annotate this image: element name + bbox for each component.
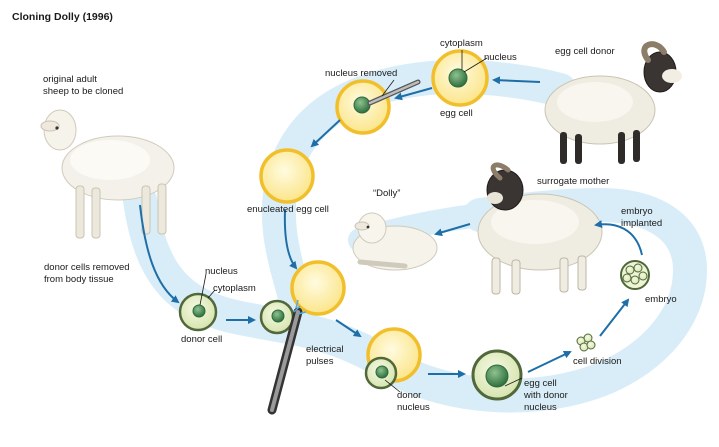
label-embryo-implanted-line1: embryo (621, 206, 653, 217)
arrow-division-to-embryo (599, 298, 630, 337)
process-arrows (139, 76, 643, 378)
enucleated-egg-cell (259, 148, 315, 204)
arrow-egg-to-removal (394, 87, 433, 101)
arrow-sheep-to-donor-cell (139, 204, 180, 304)
label-egg-with-donor-line3: nucleus (524, 402, 557, 413)
electrode-needle (267, 299, 307, 415)
label-donor-nucleus-line1: donor (397, 390, 421, 401)
cell-division-cluster (576, 333, 596, 352)
label-nucleus-removed: nucleus removed (325, 68, 397, 79)
label-donor-cell: donor cell (181, 334, 222, 345)
label-donor-nucleus-line2: nucleus (397, 402, 430, 413)
leader-lines (199, 50, 523, 393)
diagram-title: Cloning Dolly (1996) (12, 11, 113, 23)
arrow-removal-to-enucleated (310, 119, 341, 148)
egg-with-donor-nucleus (471, 349, 523, 401)
label-electrical-line2: pulses (306, 356, 334, 367)
original-sheep (40, 109, 175, 239)
donor-cell (178, 292, 218, 332)
label-egg-cell: egg cell (440, 108, 473, 119)
label-embryo: embryo (645, 294, 677, 305)
surrogate-sheep (477, 162, 603, 295)
arrow-surrogate-to-dolly (434, 223, 471, 237)
arrow-embryo-to-surrogate (594, 220, 643, 256)
label-embryo-implanted-line2: implanted (621, 218, 662, 229)
label-surrogate-mother: surrogate mother (537, 176, 609, 187)
label-original-sheep-line1: original adult (43, 74, 97, 85)
label-egg-cell-donor: egg cell donor (555, 46, 615, 57)
label-donor-nucleus-top: nucleus (205, 266, 238, 277)
label-egg-cytoplasm: cytoplasm (440, 38, 483, 49)
arrow-egg-donor-to-egg (492, 76, 541, 85)
label-enucleated-egg: enucleated egg cell (247, 204, 329, 215)
label-egg-with-donor-line1: egg cell (524, 378, 557, 389)
label-donor-cells-line1: donor cells removed (44, 262, 130, 273)
label-cell-division: cell division (573, 356, 622, 367)
nucleus-removed-cell (335, 79, 391, 135)
label-egg-nucleus: nucleus (484, 52, 517, 63)
label-electrical-line1: electrical (306, 344, 344, 355)
donor-cell-insert (259, 299, 295, 335)
label-egg-with-donor-line2: with donor (523, 390, 568, 401)
micropipette-top (367, 79, 421, 106)
label-donor-cytoplasm: cytoplasm (213, 283, 256, 294)
embryo-cluster (620, 260, 650, 290)
fused-cell (364, 327, 422, 390)
arrow-to-cell-division (527, 350, 572, 373)
egg-cell (431, 49, 489, 107)
egg-fusion-cell (290, 260, 346, 316)
label-dolly: “Dolly” (373, 188, 400, 199)
arrow-enucleated-to-fusion (283, 209, 298, 270)
label-donor-cells-line2: from body tissue (44, 274, 114, 285)
egg-donor-sheep (544, 41, 682, 164)
dolly-lamb (352, 212, 438, 271)
arrow-fusion-to-fused (335, 319, 362, 338)
label-original-sheep-line2: sheep to be cloned (43, 86, 123, 97)
